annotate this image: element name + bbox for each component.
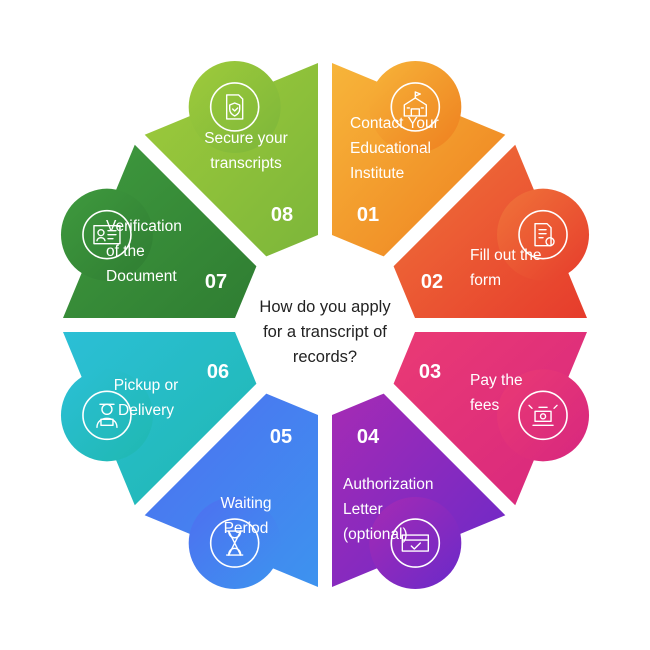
segment-06-number: 06 <box>207 361 229 383</box>
segment-07-label-3: Document <box>106 268 177 285</box>
segment-bump <box>497 369 590 462</box>
segment-06: Pickup or Delivery 06 <box>60 332 257 506</box>
center-line-1: How do you apply <box>259 298 391 316</box>
segment-05-label-1: Waiting <box>220 495 271 512</box>
segment-bump <box>369 497 462 590</box>
segment-03-number: 03 <box>419 361 441 383</box>
payment-icon <box>518 390 568 441</box>
id-card-icon <box>82 209 132 260</box>
segment-08: Secure your transcripts 08 <box>144 60 318 257</box>
center-hub: How do you apply for a transcript of rec… <box>241 241 409 409</box>
segment-01-number: 01 <box>357 204 379 226</box>
segment-07-label-1: Verification <box>106 218 182 235</box>
segment-02-label-1: Fill out the <box>470 247 542 264</box>
segment-bump <box>60 369 153 462</box>
segment-04-label-1: Authorization <box>343 476 433 493</box>
segment-04-label-2: Letter <box>343 501 383 518</box>
segment-03: Pay the fees 03 <box>393 332 590 506</box>
center-circle <box>241 241 409 409</box>
card-icon <box>390 518 441 568</box>
segment-08-label-1: Secure your <box>204 130 288 147</box>
segment-05-label-2: Period <box>224 520 269 537</box>
segment-03-label-2: fees <box>470 397 500 414</box>
segment-07-number: 07 <box>205 271 227 293</box>
school-icon <box>390 82 441 132</box>
center-line-2: for a transcript of <box>263 323 387 341</box>
segment-01-label-1: Contact Your <box>350 115 439 132</box>
segment-bump <box>60 188 153 281</box>
segment-08-number: 08 <box>271 204 293 226</box>
segment-02-number: 02 <box>421 271 443 293</box>
center-line-3: records? <box>293 348 357 366</box>
segment-06-label-2: Delivery <box>118 402 174 419</box>
delivery-person-icon <box>82 390 132 441</box>
form-icon <box>518 209 568 260</box>
segment-01-label-2: Educational <box>350 140 431 157</box>
segment-07-label-2: of the <box>106 243 145 260</box>
segment-02: Fill out the form 02 <box>393 144 590 318</box>
segment-bump <box>188 60 281 153</box>
segment-02-label-2: form <box>470 272 501 289</box>
segment-06-label-1: Pickup or <box>114 377 179 394</box>
segment-01-label-3: Institute <box>350 165 404 182</box>
segment-04-label-3: (optional) <box>343 526 408 543</box>
segment-03-label-1: Pay the <box>470 372 523 389</box>
secure-document-icon <box>209 82 260 132</box>
segment-05-number: 05 <box>270 426 292 448</box>
segment-04-number: 04 <box>357 426 380 448</box>
segment-bump <box>497 188 590 281</box>
segment-08-label-2: transcripts <box>210 155 282 172</box>
segment-bump <box>369 60 462 153</box>
hourglass-icon <box>209 518 260 568</box>
